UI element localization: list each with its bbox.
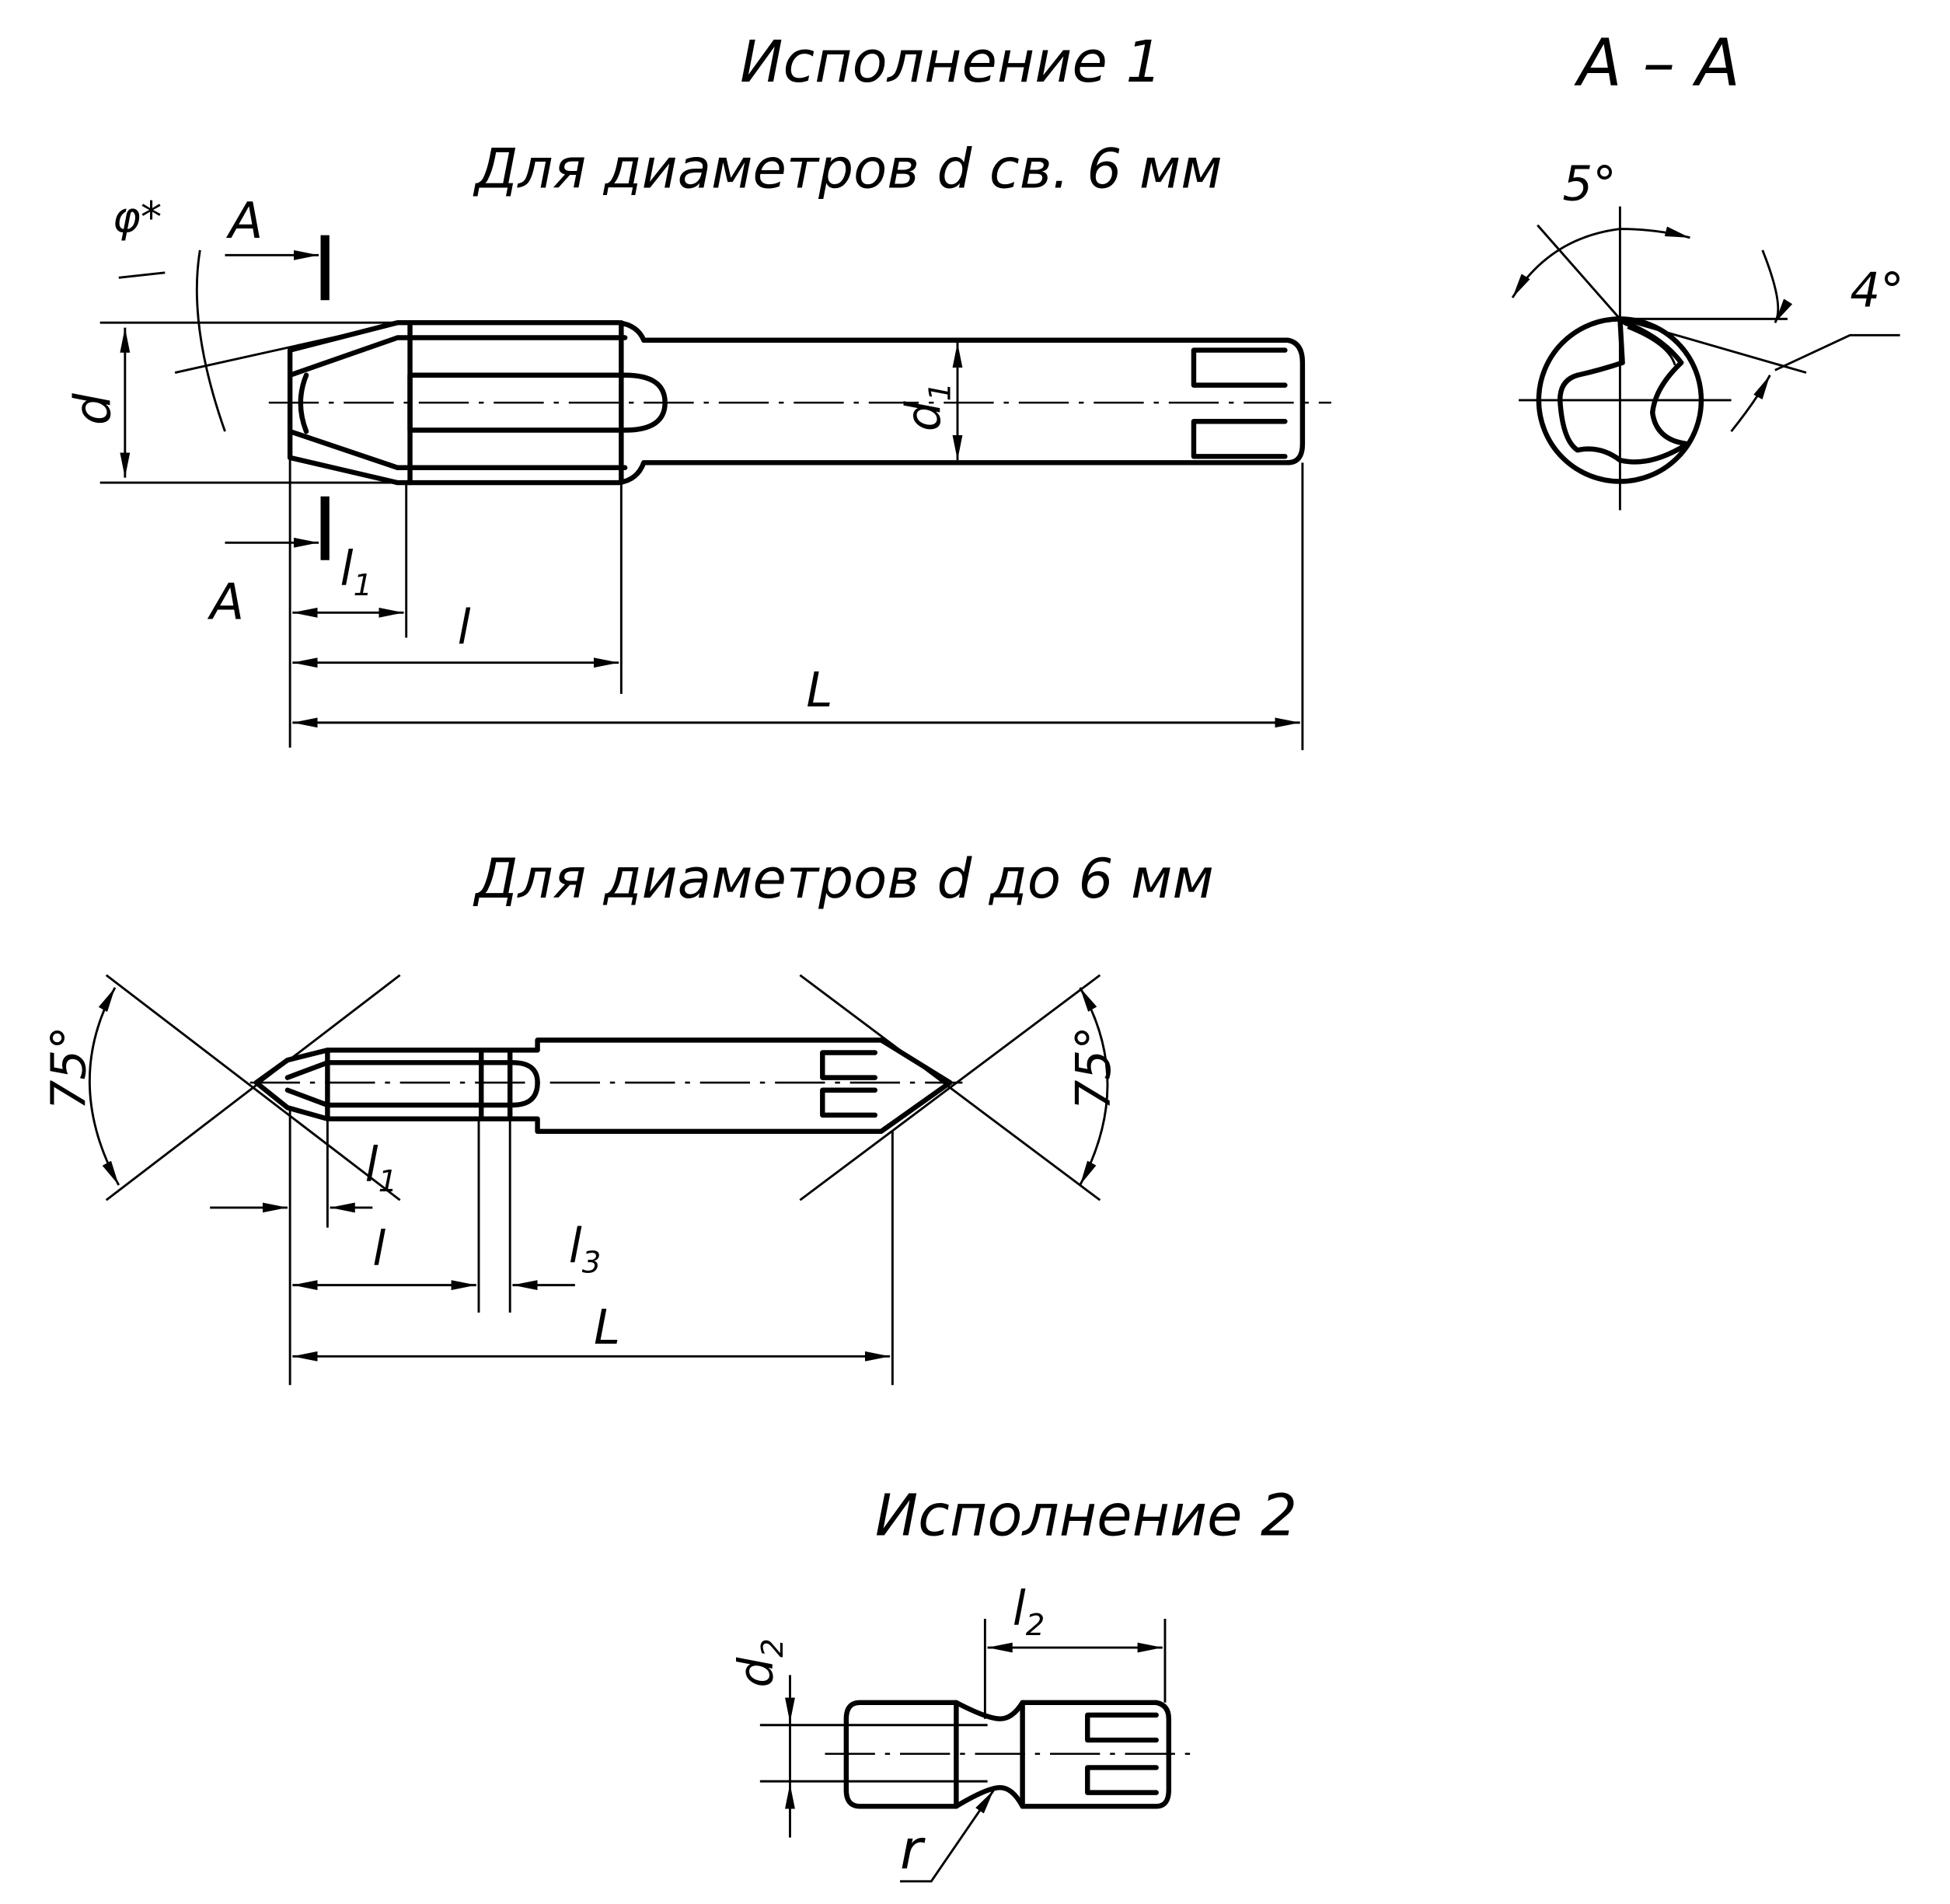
l2-label: l2 (1013, 1581, 1045, 1643)
section-mark-bottom: A (207, 573, 244, 631)
section-a-a: 5° 4° (1511, 157, 1904, 511)
d-label: d (65, 392, 123, 425)
d2-label: d2 (729, 1638, 790, 1687)
angle-right-label: 75° (1066, 1026, 1122, 1110)
L-label: L (806, 663, 832, 718)
subtitle-over-6mm: Для диаметров d св. 6 мм (473, 137, 1223, 201)
angle-rake-label: 5° (1562, 157, 1616, 212)
l-small-label: l (372, 1222, 385, 1277)
tap-large-view: A A φ* d d1 l1 l L (65, 192, 1331, 751)
l-label: l (458, 601, 471, 656)
L-small-label: L (594, 1300, 620, 1355)
section-mark-top: A (225, 192, 263, 250)
angle-relief-label: 4° (1850, 263, 1903, 318)
tap-small-view: 75° 75° l1 l l3 L (41, 974, 1122, 1386)
angle-left-label: 75° (41, 1026, 96, 1110)
l1-label: l1 (340, 542, 372, 603)
section-title: A – A (1574, 25, 1740, 101)
tap-version2-view: l2 d2 r (729, 1581, 1200, 1883)
d1-label: d1 (896, 382, 958, 431)
version2-title: Исполнение 2 (875, 1482, 1297, 1549)
l3-label: l3 (569, 1219, 602, 1281)
subtitle-upto-6mm: Для диаметров d до 6 мм (473, 846, 1214, 911)
l1-small-label: l1 (365, 1138, 398, 1199)
version1-title: Исполнение 1 (740, 29, 1162, 96)
phi-label: φ* (113, 192, 162, 242)
r-label: r (900, 1818, 926, 1882)
